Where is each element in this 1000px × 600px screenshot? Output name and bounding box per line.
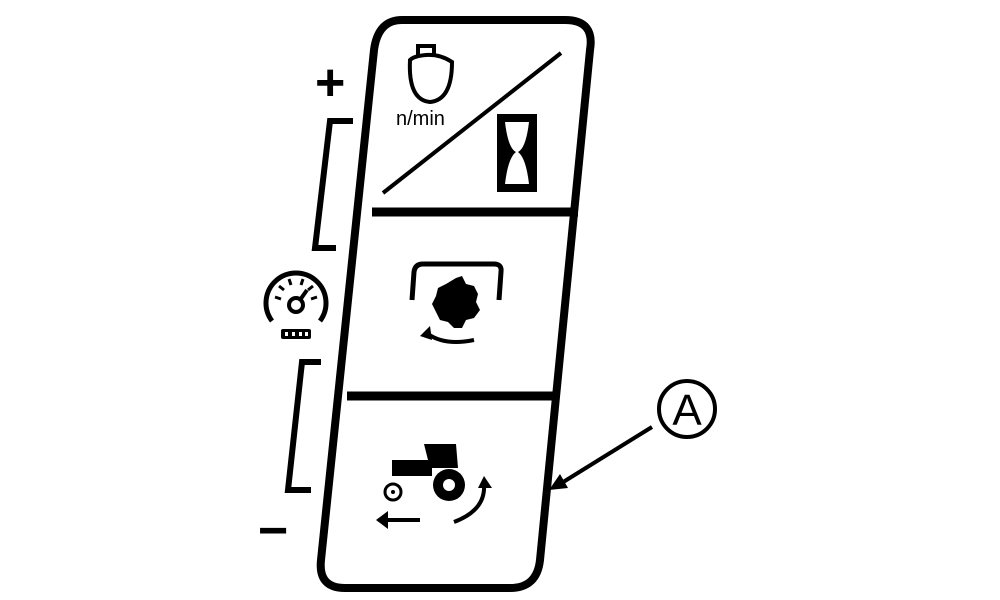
speedometer-icon [263,270,329,339]
rpm-label: n/min [396,108,445,130]
callout-label: A [672,386,702,435]
tractor-icon [383,444,465,502]
scale-indicator: + − [258,54,353,560]
minus-label: − [258,502,288,560]
curved-arrow-icon [453,476,492,524]
panel-section-middle [409,261,504,344]
engine-icon [407,44,455,105]
diagonal-split-line [381,51,563,195]
upper-bracket [311,118,353,251]
panel-section-bottom [376,444,492,529]
panel-section-top: n/min [381,44,563,195]
plus-label: + [315,54,345,112]
pto-gear-icon [409,261,504,328]
lower-bracket [284,359,321,493]
callout-a: A [549,379,717,490]
reverse-arrow-icon [376,511,420,529]
hourglass-icon [497,114,537,192]
rotation-arrow-icon [420,326,475,344]
